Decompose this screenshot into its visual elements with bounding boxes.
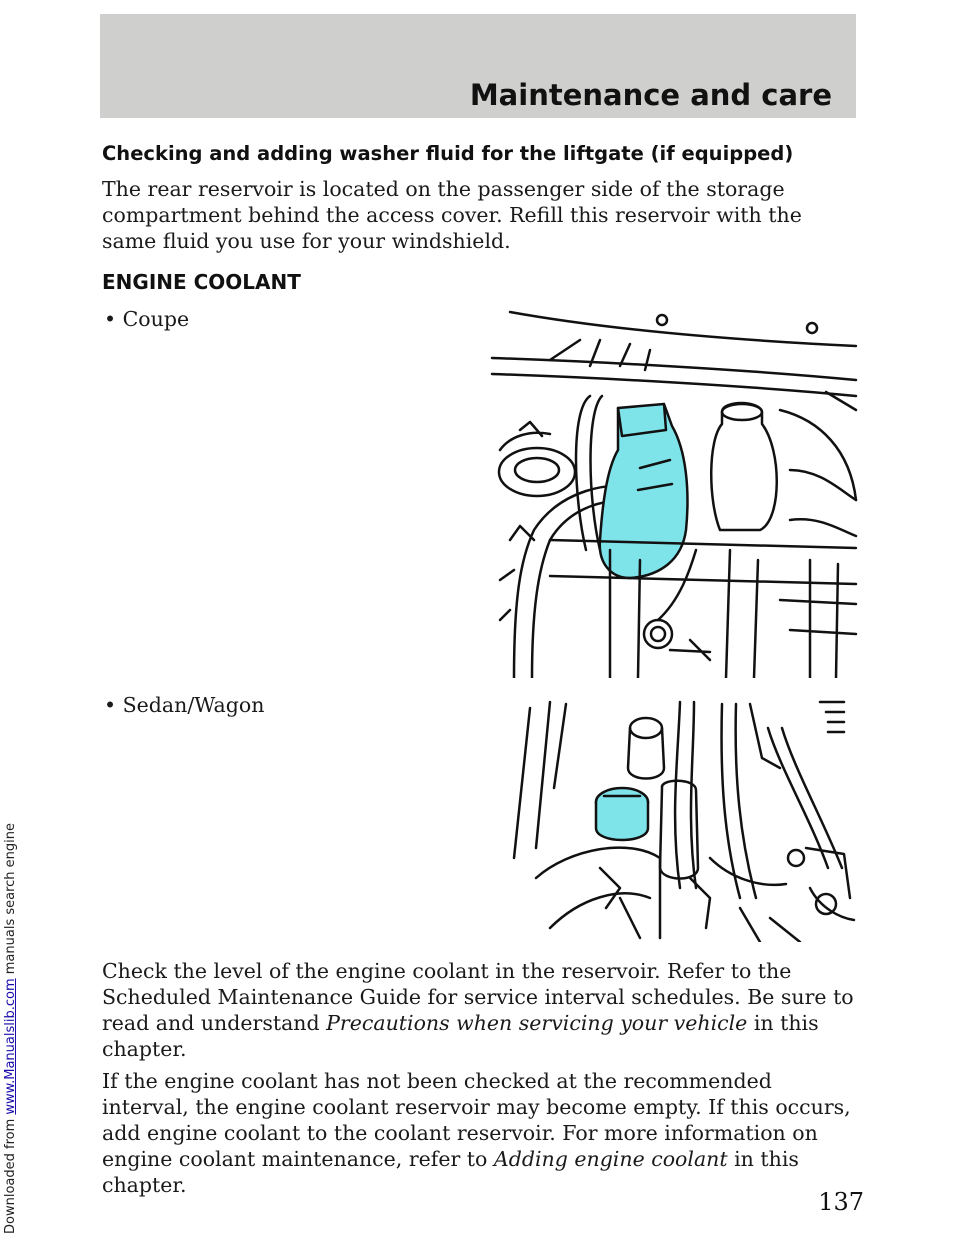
bullet-sedan-wagon: • Sedan/Wagon — [104, 692, 264, 718]
bullet-label: Coupe — [122, 307, 190, 331]
coolant-empty-paragraph: If the engine coolant has not been check… — [102, 1068, 862, 1198]
download-note-prefix: Downloaded from — [3, 1114, 18, 1234]
bullet-dot-icon: • — [104, 307, 123, 331]
manualslib-link[interactable]: www.Manualslib.com — [3, 978, 18, 1115]
coolant-empty-text-b: in this chapter. — [102, 1147, 799, 1197]
coolant-check-paragraph: Check the level of the engine coolant in… — [102, 958, 862, 1062]
download-note-suffix: manuals search engine — [3, 822, 18, 979]
washer-heading: Checking and adding washer fluid for the… — [102, 142, 794, 165]
download-note: Downloaded from www.Manualslib.com manua… — [2, 4, 20, 1234]
coolant-empty-text-a: If the engine coolant has not been check… — [102, 1069, 851, 1171]
coolant-heading: ENGINE COOLANT — [102, 270, 301, 294]
coupe-engine-illustration — [490, 310, 858, 678]
bullet-coupe: • Coupe — [104, 306, 189, 332]
washer-paragraph: The rear reservoir is located on the pas… — [102, 177, 802, 253]
sedan-wagon-engine-illustration — [512, 700, 856, 942]
bullet-label: Sedan/Wagon — [122, 693, 265, 717]
precautions-reference: Precautions when servicing your vehicle — [326, 1011, 748, 1035]
page-header: Maintenance and care — [100, 14, 856, 118]
page-title: Maintenance and care — [469, 78, 832, 112]
coolant-check-text-b: in this chapter. — [102, 1011, 819, 1061]
bullet-dot-icon: • — [104, 693, 123, 717]
coolant-check-text-a: Check the level of the engine coolant in… — [102, 959, 854, 1035]
adding-coolant-reference: Adding engine coolant — [493, 1147, 728, 1171]
page-number: 137 — [818, 1188, 864, 1216]
